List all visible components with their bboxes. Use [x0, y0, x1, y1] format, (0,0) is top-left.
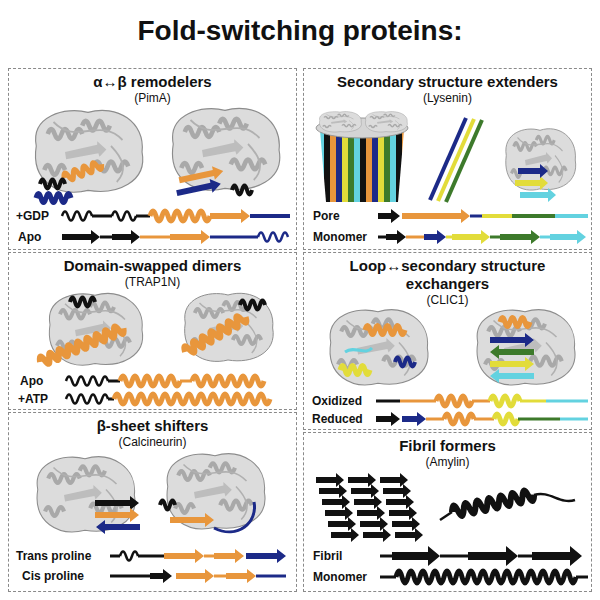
track-label: Trans proline — [16, 549, 91, 564]
panel-subtitle: (Lysenin) — [304, 91, 591, 106]
track-label: Reduced — [312, 412, 363, 427]
track-label: Pore — [313, 209, 340, 224]
track-label: Fibril — [313, 549, 342, 564]
figure-title: Fold-switching proteins: — [0, 14, 600, 48]
panel-subtitle: (TRAP1N) — [9, 275, 296, 290]
panel-heading: Secondary structure extenders — [304, 73, 591, 91]
track-label: +GDP — [16, 209, 49, 224]
track-label: Oxidized — [312, 394, 362, 409]
panel-box: Domain-swapped dimers(TRAP1N) — [8, 252, 297, 410]
panel-box: α↔β remodelers(PimA) — [8, 68, 297, 250]
track-label: +ATP — [18, 392, 48, 407]
panel-heading: Fibril formers — [304, 437, 591, 455]
panel-box: β-sheet shifters(Calcineurin) — [8, 412, 297, 592]
track-label: Monomer — [313, 230, 367, 245]
track-label: Apo — [20, 374, 43, 389]
track-label: Apo — [18, 230, 41, 245]
panel-box: Secondary structure extenders(Lysenin) — [303, 68, 592, 250]
panel-heading: Loop↔secondary structure exchangers — [304, 257, 591, 293]
panel-subtitle: (Calcineurin) — [9, 435, 296, 450]
panel-subtitle: (CLIC1) — [304, 293, 591, 308]
track-label: Cis proline — [22, 569, 84, 584]
panel-heading: Domain-swapped dimers — [9, 257, 296, 275]
panel-subtitle: (Amylin) — [304, 455, 591, 470]
panel-box: Fibril formers(Amylin) — [303, 432, 592, 592]
panel-heading: α↔β remodelers — [9, 73, 296, 91]
panel-subtitle: (PimA) — [9, 91, 296, 106]
track-label: Monomer — [313, 570, 367, 585]
panel-heading: β-sheet shifters — [9, 417, 296, 435]
